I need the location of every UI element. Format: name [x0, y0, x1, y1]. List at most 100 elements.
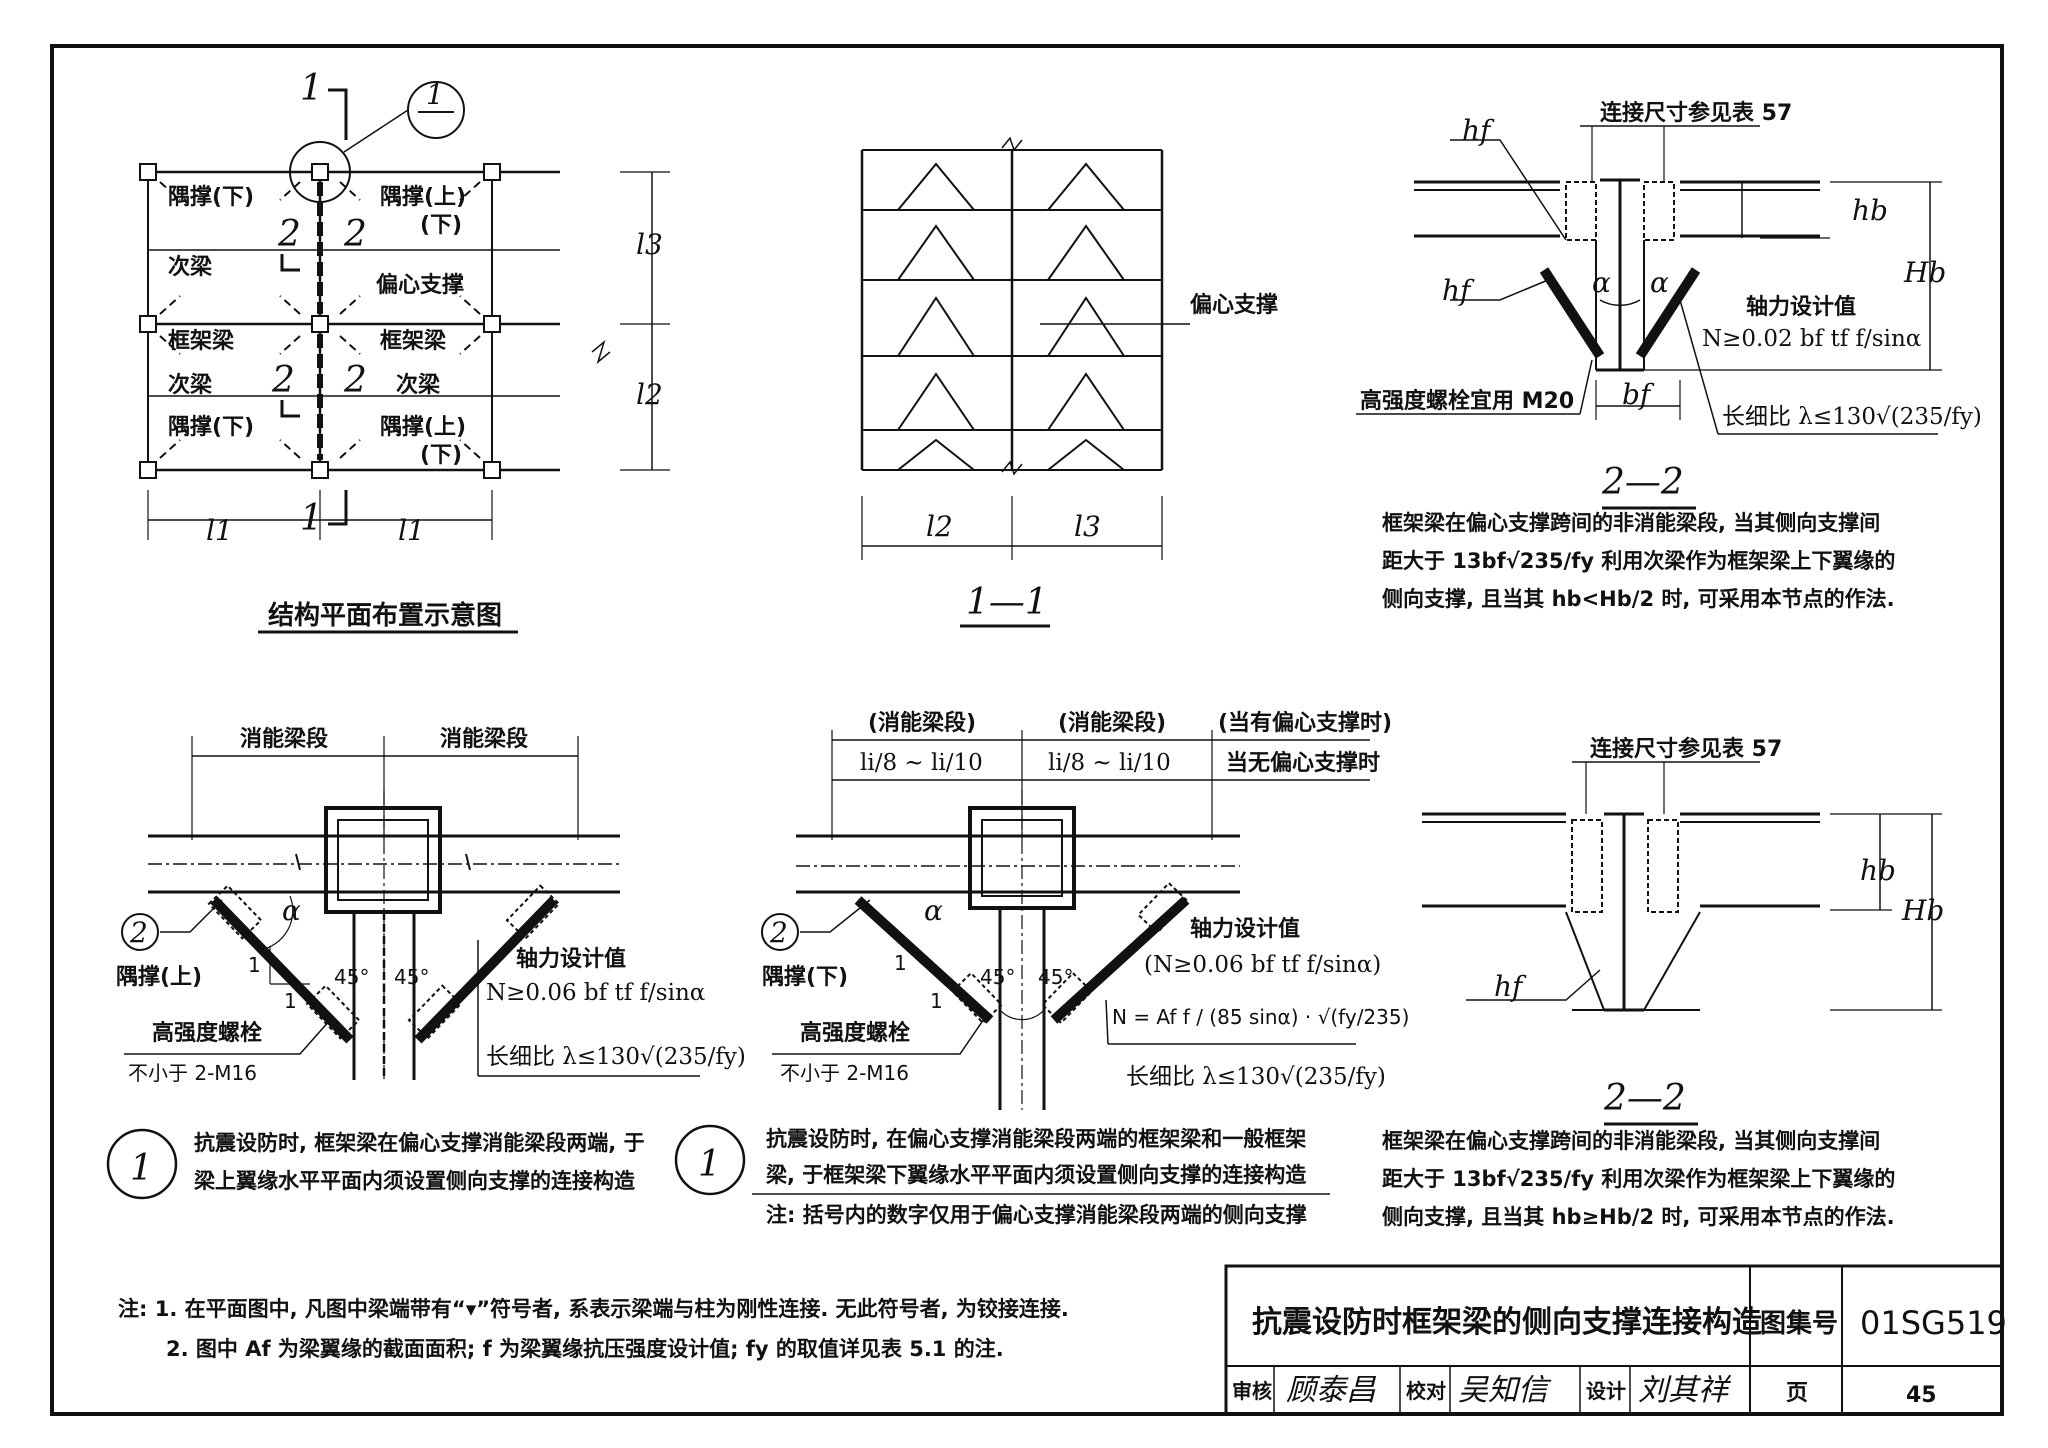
plan-dim-l3: l3 — [636, 228, 663, 261]
section-2-2-top-axial-formula: N≥0.02 bf tf f/sinα — [1702, 326, 1921, 352]
drawing-border — [50, 44, 2004, 1416]
detail-1-right-seg3: (当有偏心支撑时) — [1218, 710, 1392, 736]
detail-1-left-angle-left: 45° — [334, 965, 369, 989]
section-2-2-top-axial-title: 轴力设计值 — [1746, 294, 1856, 320]
detail-1-right-ratio-1b: 1 — [930, 989, 943, 1013]
detail-1-left-angle-right: 45° — [394, 965, 429, 989]
plan-dim-l1-left: l1 — [206, 514, 233, 547]
detail-1-right-axial-formula: (N≥0.06 bf tf f/sinα) — [1144, 952, 1381, 978]
section-2-2-top-alpha-2: α — [1650, 266, 1669, 299]
detail-1-right-angle-left: 45° — [980, 965, 1015, 989]
detail-1-left-circle-num: 1 — [130, 1148, 153, 1189]
plan-brace-lower-1: 隅撑(下) — [168, 185, 254, 210]
plan-brace-lower-2: 隅撑(下) — [168, 415, 254, 440]
detail-1-right-brace: 隅撑(下) — [762, 965, 848, 990]
plan-dim-l2: l2 — [636, 378, 663, 411]
title-block-review-label: 审核 — [1232, 1379, 1272, 1403]
detail-1-right-dim2: li/8 ~ li/10 — [1048, 750, 1171, 776]
title-block-page-label: 页 — [1786, 1381, 1808, 1406]
section-2-2-top-desc-1: 框架梁在偏心支撑跨间的非消能梁段, 当其侧向支撑间 — [1382, 511, 1880, 535]
detail-1-right-ratio-1a: 1 — [894, 951, 907, 975]
detail-1-left-ratio-1b: 1 — [284, 989, 297, 1013]
detail-1-left — [106, 736, 700, 1200]
section-2-2-bottom-conn-ref: 连接尺寸参见表 57 — [1590, 736, 1782, 762]
detail-1-right-axial-title: 轴力设计值 — [1190, 916, 1300, 942]
detail-1-left-axial-title: 轴力设计值 — [516, 946, 626, 972]
detail-1-left-seg-right: 消能梁段 — [440, 726, 528, 752]
detail-1-left-bolt-title: 高强度螺栓 — [152, 1020, 262, 1046]
section-2-2-bottom-dim-hb: hb — [1860, 854, 1896, 887]
section-2-2-top-weld-hf-2: hf — [1442, 274, 1475, 307]
section-2-2-bottom-weld-hf: hf — [1494, 970, 1527, 1003]
general-note-1: 注: 1. 在平面图中, 凡图中梁端带有“▾”符号者, 系表示梁端与柱为刚性连接… — [118, 1297, 1069, 1321]
plan-section-mark-top: 1 — [300, 68, 323, 109]
section-2-2-bottom-desc-1: 框架梁在偏心支撑跨间的非消能梁段, 当其侧向支撑间 — [1382, 1129, 1880, 1153]
detail-1-left-slenderness: 长细比 λ≤130√(235/fy) — [486, 1044, 746, 1070]
plan-dim-l1-right: l1 — [398, 514, 425, 547]
title-block-check-sig: 吴知信 — [1458, 1373, 1552, 1408]
detail-1-left-alpha: α — [282, 894, 301, 927]
plan-title: 结构平面布置示意图 — [268, 600, 502, 631]
section-2-2-top-dim-Hb: Hb — [1903, 256, 1946, 289]
detail-1-right-seg1: (消能梁段) — [868, 710, 976, 736]
detail-1-right-mark-2-circle — [761, 913, 799, 951]
plan-secondary-beam-1: 次梁 — [168, 254, 212, 280]
detail-1-left-desc-2: 梁上翼缘水平平面内须设置侧向支撑的连接构造 — [193, 1169, 636, 1193]
detail-1-right-alpha: α — [924, 894, 943, 927]
detail-1-right-axial-formula2: N = Af f / (85 sinα) · √(fy/235) — [1112, 1005, 1409, 1029]
section-2-2-top-conn-ref: 连接尺寸参见表 57 — [1600, 100, 1792, 126]
detail-1-right-note: 注: 括号内的数字仅用于偏心支撑消能梁段两端的侧向支撑 — [766, 1203, 1307, 1227]
detail-1-left-desc-1: 抗震设防时, 框架梁在偏心支撑消能梁段两端, 于 — [194, 1131, 645, 1155]
detail-1-left-bolt-spec: 不小于 2-M16 — [128, 1061, 257, 1085]
title-block-review-sig: 顾泰昌 — [1286, 1373, 1377, 1408]
title-block-atlas-label: 图集号 — [1760, 1308, 1838, 1339]
detail-1-right-bolt-spec: 不小于 2-M16 — [780, 1061, 909, 1085]
section-1-1-caption: 1—1 — [966, 582, 1048, 623]
detail-1-left-mark-2: 2 — [129, 916, 148, 949]
section-1-1 — [860, 136, 1190, 628]
title-block-title: 抗震设防时框架梁的侧向支撑连接构造 — [1252, 1305, 1762, 1340]
section-2-2-top-slenderness: 长细比 λ≤130√(235/fy) — [1722, 404, 1982, 430]
plan-frame-beam-2: 框架梁 — [380, 328, 446, 354]
section-2-2-top-dim-hb: hb — [1852, 194, 1888, 227]
section-2-2-top-desc-3: 侧向支撑, 且当其 hb<Hb/2 时, 可采用本节点的作法. — [1382, 587, 1895, 611]
section-1-1-eccentric-brace: 偏心支撑 — [1190, 292, 1278, 318]
section-2-2-top-desc-2: 距大于 13bf√235/fy 利用次梁作为框架梁上下翼缘的 — [1382, 549, 1895, 573]
plan-brace-lower-paren-1: (下) — [420, 213, 462, 238]
detail-1-right-desc-2: 梁, 于框架梁下翼缘水平平面内须设置侧向支撑的连接构造 — [765, 1163, 1307, 1187]
plan-brace-upper-2: 隅撑(上) — [380, 415, 466, 440]
plan-secondary-beam-2: 次梁 — [168, 372, 212, 398]
plan-eccentric-brace: 偏心支撑 — [376, 272, 464, 298]
title-block-check-label: 校对 — [1406, 1379, 1446, 1403]
detail-1-right-bolt-title: 高强度螺栓 — [800, 1020, 910, 1046]
section-2-2-bottom-desc-3: 侧向支撑, 且当其 hb≥Hb/2 时, 可采用本节点的作法. — [1382, 1205, 1895, 1229]
detail-1-left-mark-2-circle — [121, 913, 159, 951]
section-2-2-bottom-desc-2: 距大于 13bf√235/fy 利用次梁作为框架梁上下翼缘的 — [1382, 1167, 1895, 1191]
general-note-2: 2. 图中 Af 为梁翼缘的截面面积; f 为梁翼缘抗压强度设计值; fy 的取… — [166, 1337, 1004, 1361]
title-block-page-no: 45 — [1906, 1383, 1937, 1408]
plan-frame-beam-1: 框架梁 — [168, 328, 234, 354]
detail-1-left-ratio-1a: 1 — [248, 953, 261, 977]
section-1-1-dim-l3: l3 — [1074, 510, 1101, 543]
section-2-2-top — [1356, 125, 1942, 510]
detail-1-right-slenderness: 长细比 λ≤130√(235/fy) — [1126, 1064, 1386, 1090]
section-2-2-top-dim-bf: bf — [1622, 378, 1655, 411]
plan-brace-lower-paren-2: (下) — [420, 443, 462, 468]
plan-brace-upper-1: 隅撑(上) — [380, 185, 466, 210]
section-2-2-top-alpha-1: α — [1592, 266, 1611, 299]
section-2-2-top-caption: 2—2 — [1601, 462, 1684, 503]
title-block-atlas-no: 01SG519 — [1860, 1304, 2007, 1342]
plan-mark-2-c: 2 — [271, 360, 295, 401]
section-2-2-bottom-dim-Hb: Hb — [1901, 894, 1944, 927]
detail-1-right-seg2: (消能梁段) — [1058, 710, 1166, 736]
plan-detail-ref-top: 1 — [426, 78, 444, 111]
section-1-1-dim-l2: l2 — [926, 510, 953, 543]
detail-1-right-desc-1: 抗震设防时, 在偏心支撑消能梁段两端的框架梁和一般框架 — [766, 1127, 1306, 1151]
structural-plan — [139, 81, 670, 634]
plan-mark-2-d: 2 — [343, 360, 367, 401]
detail-1-right-circle-num: 1 — [698, 1144, 721, 1185]
detail-1-right-dim1: li/8 ~ li/10 — [860, 750, 983, 776]
section-2-2-bottom — [1422, 761, 1942, 1126]
detail-1-right-mark-2: 2 — [769, 916, 788, 949]
